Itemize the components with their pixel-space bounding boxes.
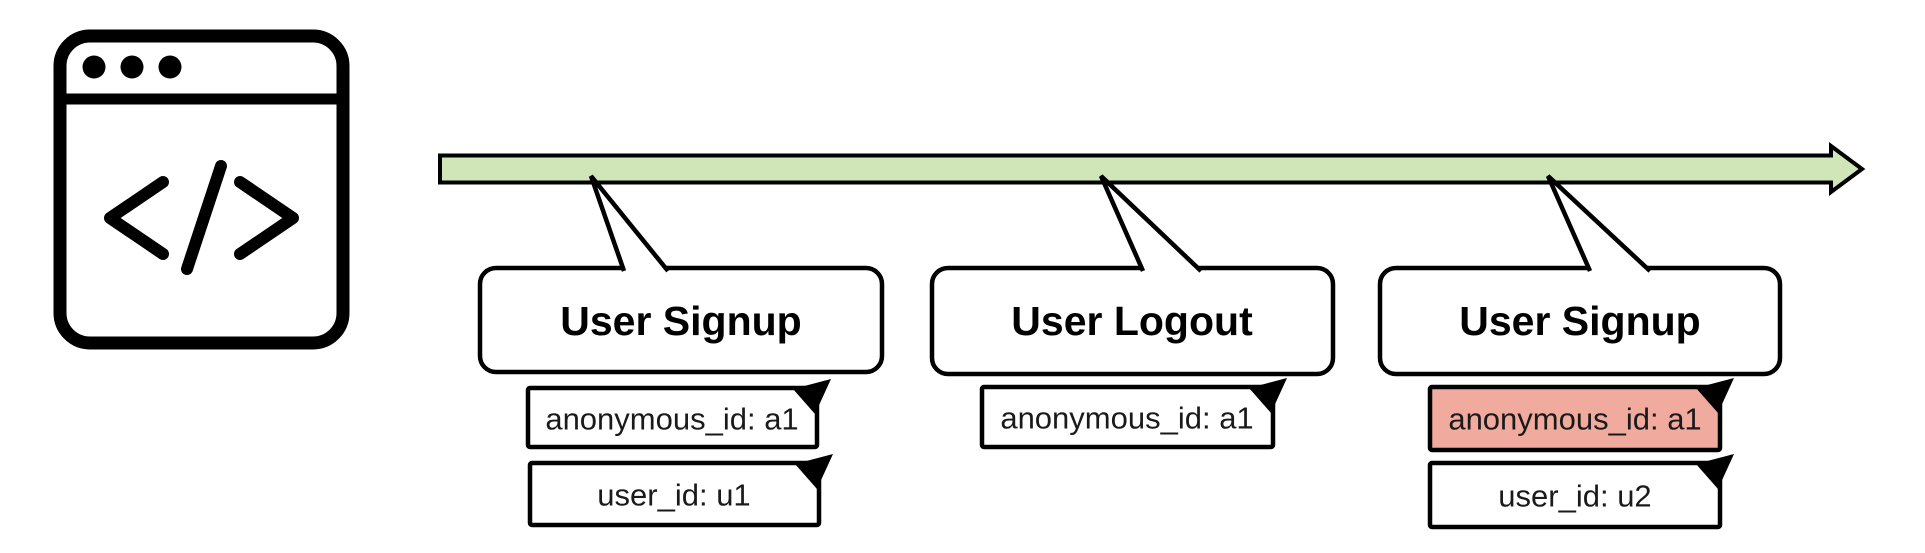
event-callout-box <box>1377 265 1783 377</box>
note-fold-corner-icon <box>1696 454 1734 489</box>
dot-icon <box>82 55 106 79</box>
event-title: User Logout <box>1011 298 1253 344</box>
note-body <box>525 385 820 450</box>
timeline-arrow <box>438 142 1866 196</box>
note-body <box>1427 460 1723 530</box>
browser-window-frame <box>53 29 350 350</box>
event-group-logout: User Logout anonymous_id: a1 <box>929 174 1336 450</box>
note-text: anonymous_id: a1 <box>1000 401 1253 436</box>
note-text: anonymous_id: a1 <box>545 402 798 437</box>
note-fold-corner-icon <box>1696 378 1734 413</box>
note-text: user_id: u2 <box>1498 479 1651 514</box>
note-text: user_id: u1 <box>597 478 750 513</box>
event-group-signup-1: User Signup anonymous_id: a1 user_id: u1 <box>477 174 885 528</box>
note-anonymous-id: anonymous_id: a1 <box>979 378 1287 450</box>
note-anonymous-id: anonymous_id: a1 <box>525 379 831 450</box>
note-user-id: user_id: u2 <box>1427 454 1734 530</box>
dot-icon <box>158 55 182 79</box>
callout-pointer <box>1545 174 1652 273</box>
browser-titlebar-dots <box>82 55 182 79</box>
note-user-id: user_id: u1 <box>527 454 833 528</box>
code-browser-icon <box>53 29 350 350</box>
event-title: User Signup <box>1459 298 1700 344</box>
event-callout-box <box>477 265 885 375</box>
event-callout-box <box>929 265 1336 377</box>
note-fold-corner-icon <box>793 379 831 414</box>
note-body-highlighted <box>1427 384 1723 453</box>
callout-pointer <box>1098 174 1203 273</box>
note-fold-corner-icon <box>795 454 833 489</box>
note-body <box>527 460 822 528</box>
event-title: User Signup <box>560 298 801 344</box>
code-slash-icon <box>104 160 299 275</box>
dot-icon <box>120 55 144 79</box>
note-text: anonymous_id: a1 <box>1448 402 1701 437</box>
callout-pointer <box>588 174 670 273</box>
note-fold-corner-icon <box>1249 378 1287 413</box>
note-body <box>979 384 1276 450</box>
event-group-signup-2: User Signup anonymous_id: a1 user_id: u2 <box>1377 174 1783 530</box>
note-anonymous-id-highlighted: anonymous_id: a1 <box>1427 378 1734 453</box>
